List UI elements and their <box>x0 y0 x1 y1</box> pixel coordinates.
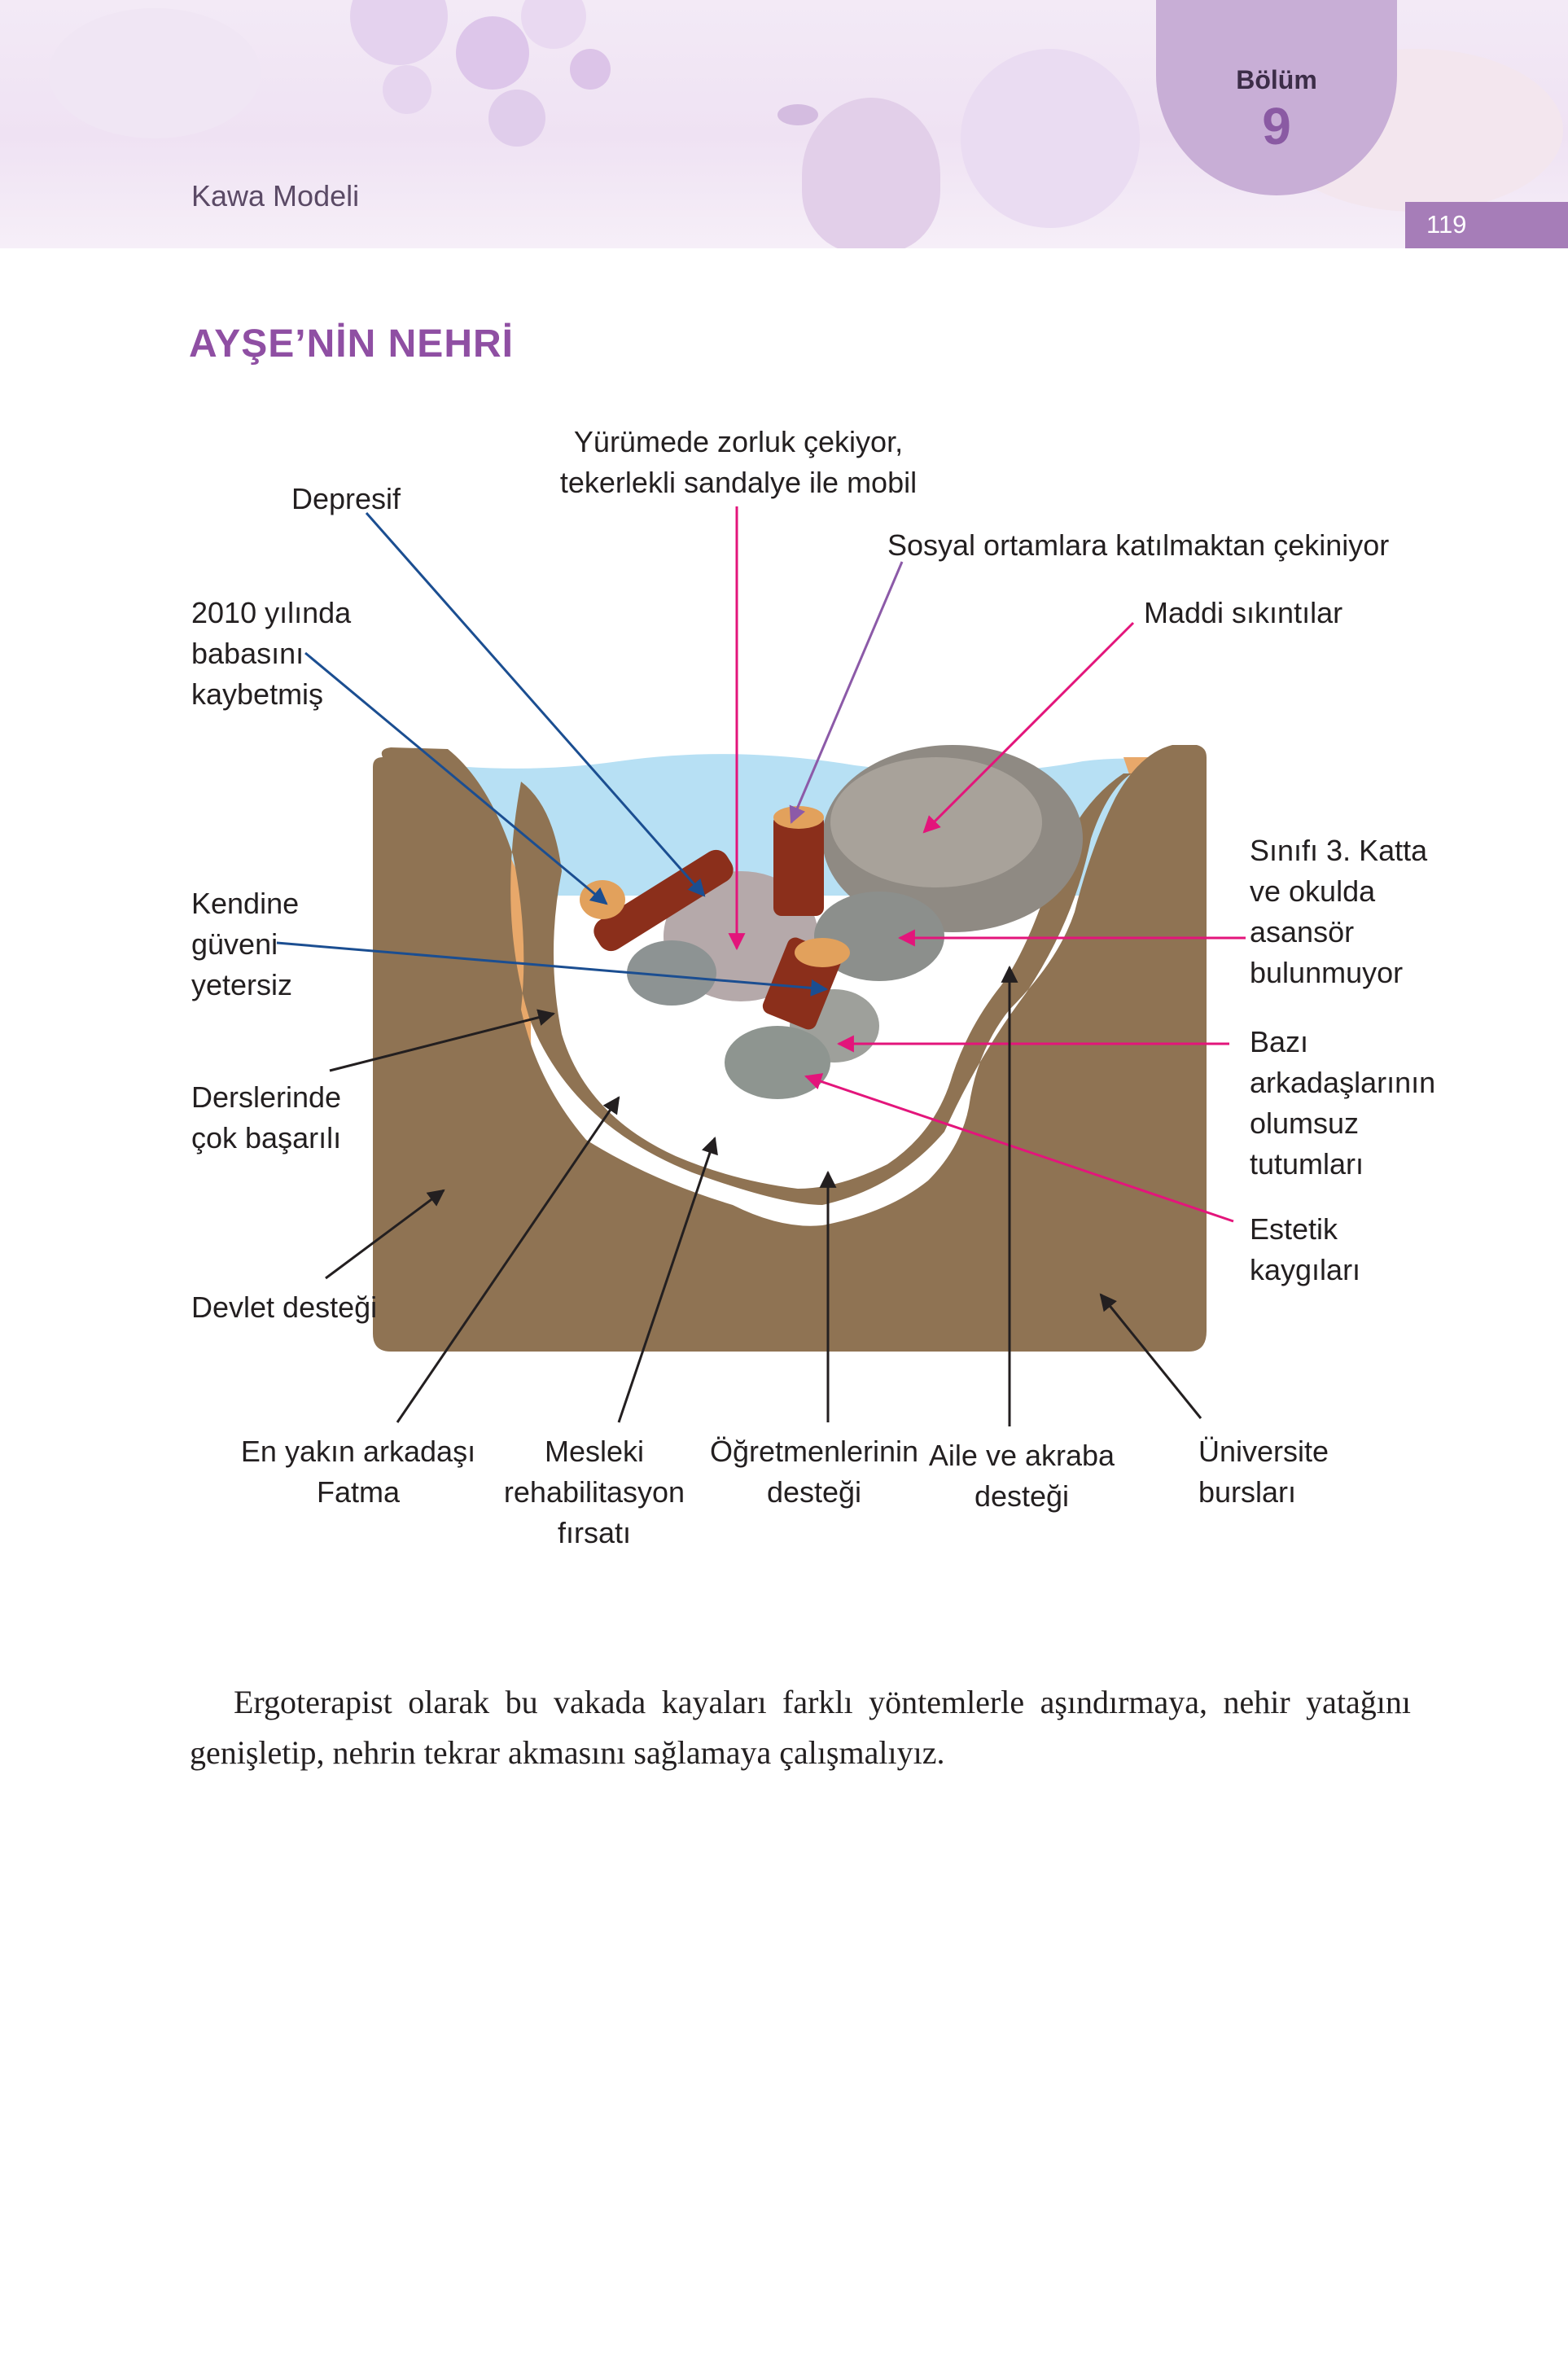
label-maddi: Maddi sıkıntılar <box>1144 596 1342 629</box>
body-paragraph: Ergoterapist olarak bu vakada kayaları f… <box>190 1684 1411 1771</box>
arrow-devlet <box>325 1189 445 1280</box>
label-fatma-line1: En yakın arkadaşı <box>241 1435 475 1468</box>
arrow-sosyal <box>789 561 904 824</box>
label-ogretmen-line1: Öğretmenlerinin <box>710 1435 918 1468</box>
label-baba-line2: babasını <box>191 637 304 670</box>
decorative-bubble <box>383 65 431 114</box>
label-depresif: Depresif <box>291 482 401 515</box>
page-number-band <box>1405 202 1568 248</box>
label-baba-line1: 2010 yılında <box>191 596 352 629</box>
driftwood <box>580 806 850 1030</box>
arrows-black <box>325 965 1202 1426</box>
rock-bottom <box>725 1026 830 1099</box>
arrow-estetik <box>804 1073 1234 1223</box>
label-sinif-line1: Sınıfı 3. Katta <box>1250 834 1428 867</box>
label-bazi-line1: Bazı <box>1250 1025 1308 1058</box>
arrow-mesleki <box>617 1137 718 1423</box>
label-bazi-line3: olumsuz <box>1250 1106 1359 1140</box>
label-aile-line1: Aile ve akraba <box>929 1439 1115 1472</box>
chapter-number: 9 <box>1262 97 1291 156</box>
label-dersler-line1: Derslerinde <box>191 1080 341 1114</box>
page-header: Kawa Modeli Bölüm 9 119 <box>0 0 1568 248</box>
diagram-labels: Depresif Yürümede zorluk çekiyor, tekerl… <box>191 425 1435 1549</box>
label-mesleki-line3: fırsatı <box>558 1516 631 1549</box>
arrows-blue <box>276 512 829 997</box>
label-ogretmen-line2: desteği <box>767 1475 861 1509</box>
label-universite-line1: Üniversite <box>1198 1435 1329 1468</box>
label-estetik-line1: Estetik <box>1250 1212 1338 1246</box>
figure-title: AYŞE’NİN NEHRİ <box>189 322 514 366</box>
arrow-universite <box>1099 1293 1202 1419</box>
label-yurume-line1: Yürümede zorluk çekiyor, <box>574 425 903 458</box>
decorative-bubble <box>570 49 611 90</box>
driftwood-right-stump <box>773 814 824 916</box>
label-universite-line2: bursları <box>1198 1475 1296 1509</box>
decorative-bubble <box>488 90 545 147</box>
arrow-dersler <box>329 1009 556 1072</box>
label-bazi-line2: arkadaşlarının <box>1250 1066 1435 1099</box>
label-kendine-line2: güveni <box>191 927 278 961</box>
label-bazi-line4: tutumları <box>1250 1147 1364 1181</box>
rock-left-small <box>627 940 716 1006</box>
chapter-label: Bölüm <box>1236 65 1317 94</box>
decorative-bubble <box>456 16 529 90</box>
arrow-maddi <box>922 621 1135 834</box>
label-kendine-line1: Kendine <box>191 887 299 920</box>
label-dersler-line2: çok başarılı <box>191 1121 341 1155</box>
label-estetik-line2: kaygıları <box>1250 1253 1360 1286</box>
label-devlet: Devlet desteği <box>191 1290 377 1324</box>
label-yurume-line2: tekerlekli sandalye ile mobil <box>560 466 917 499</box>
decorative-head-silhouette <box>802 98 940 248</box>
arrows-magenta <box>728 506 1246 1223</box>
label-baba-line3: kaybetmiş <box>191 677 323 711</box>
river-wall-earth <box>373 745 1207 1352</box>
label-sinif-line2: ve okulda <box>1250 874 1376 908</box>
chapter-tab: Bölüm 9 <box>1156 0 1397 195</box>
decorative-bubble <box>49 8 261 138</box>
arrow-baba <box>304 651 608 905</box>
label-sinif-line3: asansör <box>1250 915 1354 949</box>
page-number: 119 <box>1426 210 1467 239</box>
label-sinif-line4: bulunmuyor <box>1250 956 1403 989</box>
label-aile-line2: desteği <box>975 1479 1069 1513</box>
driftwood-left-log <box>593 849 734 952</box>
driftwood-center-stump-top <box>795 938 850 967</box>
driftwood-right-stump-top <box>773 806 824 829</box>
decorative-eye-icon <box>777 104 818 125</box>
label-fatma-line2: Fatma <box>317 1475 401 1509</box>
rock-large-highlight <box>830 757 1042 887</box>
running-title: Kawa Modeli <box>191 179 360 213</box>
label-sosyal: Sosyal ortamlara katılmaktan çekiniyor <box>887 528 1389 562</box>
arrow-kendine <box>276 941 829 997</box>
decorative-bubble <box>961 49 1140 228</box>
label-kendine-line3: yetersiz <box>191 968 292 1001</box>
label-mesleki-line1: Mesleki <box>545 1435 644 1468</box>
arrow-depresif <box>365 512 706 897</box>
arrow-fatma <box>396 1096 620 1423</box>
label-mesleki-line2: rehabilitasyon <box>504 1475 685 1509</box>
